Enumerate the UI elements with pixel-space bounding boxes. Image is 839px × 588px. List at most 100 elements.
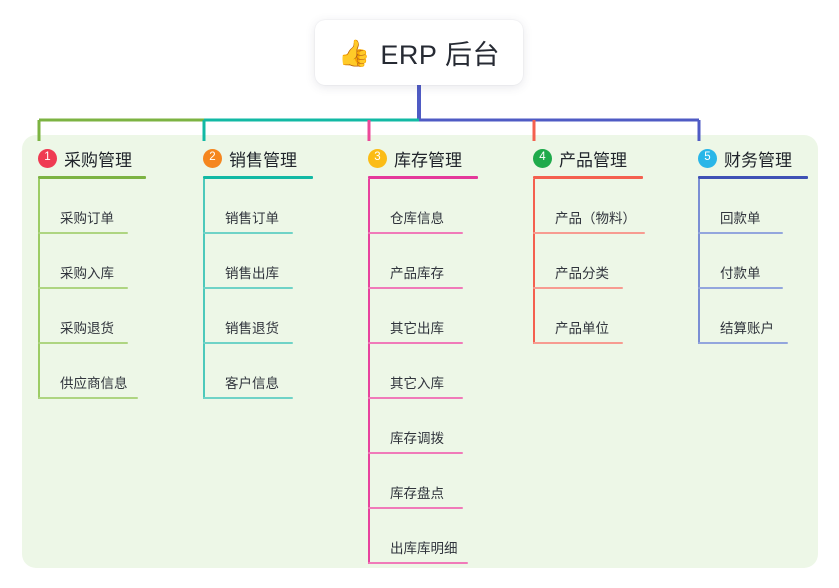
branch-title-2: 销售管理: [229, 150, 297, 170]
branch-underline-2: [203, 176, 313, 179]
leaf-label: 其它出库: [390, 321, 444, 336]
branch-item-list-2: 销售订单销售出库销售退货客户信息: [203, 179, 313, 399]
branch-column-3: 3 库存管理仓库信息产品库存其它出库其它入库库存调拨库存盘点出库库明细: [368, 146, 478, 564]
branch-badge-4: 4: [533, 148, 552, 168]
leaf-underline: [698, 287, 783, 289]
branch-header-4[interactable]: 4 产品管理: [533, 146, 643, 170]
branch-header-1[interactable]: 1 采购管理: [38, 146, 146, 170]
leaf-node[interactable]: 出库库明细: [368, 509, 478, 564]
leaf-underline: [368, 562, 468, 564]
leaf-label: 仓库信息: [390, 211, 444, 226]
leaf-underline: [38, 397, 138, 399]
leaf-underline: [698, 342, 788, 344]
leaf-underline: [533, 232, 645, 234]
leaf-underline: [38, 342, 128, 344]
leaf-underline: [533, 342, 623, 344]
branch-spine-4: [533, 179, 535, 344]
leaf-node[interactable]: 产品单位: [533, 289, 643, 344]
leaf-label: 销售退货: [225, 321, 279, 336]
branch-badge-2: 2: [203, 148, 222, 168]
leaf-underline: [38, 287, 128, 289]
leaf-label: 库存调拨: [390, 431, 444, 446]
branch-header-3[interactable]: 3 库存管理: [368, 146, 478, 170]
leaf-underline: [533, 287, 623, 289]
leaf-node[interactable]: 销售订单: [203, 179, 313, 234]
branch-column-1: 1 采购管理采购订单采购入库采购退货供应商信息: [38, 146, 146, 399]
leaf-label: 客户信息: [225, 376, 279, 391]
branch-spine-2: [203, 179, 205, 399]
branch-item-list-5: 回款单付款单结算账户: [698, 179, 808, 344]
leaf-node[interactable]: 采购订单: [38, 179, 146, 234]
leaf-underline: [368, 507, 463, 509]
leaf-node[interactable]: 仓库信息: [368, 179, 478, 234]
leaf-underline: [368, 397, 463, 399]
leaf-label: 回款单: [720, 211, 761, 226]
branch-column-4: 4 产品管理产品（物料） 产品分类产品单位: [533, 146, 645, 344]
root-node[interactable]: 👍 ERP 后台: [315, 20, 523, 85]
leaf-node[interactable]: 供应商信息: [38, 344, 146, 399]
leaf-node[interactable]: 产品库存: [368, 234, 478, 289]
leaf-node[interactable]: 回款单: [698, 179, 808, 234]
branch-underline-5: [698, 176, 808, 179]
leaf-label: 库存盘点: [390, 486, 444, 501]
branch-badge-3: 3: [368, 148, 387, 168]
leaf-underline: [203, 397, 293, 399]
leaf-underline: [368, 287, 463, 289]
branch-title-4: 产品管理: [559, 150, 627, 170]
leaf-node[interactable]: 库存盘点: [368, 454, 478, 509]
leaf-underline: [368, 452, 463, 454]
leaf-label: 出库库明细: [390, 541, 458, 556]
leaf-node[interactable]: 产品分类: [533, 234, 643, 289]
leaf-label: 结算账户: [720, 321, 774, 336]
leaf-node[interactable]: 采购退货: [38, 289, 146, 344]
thumbs-up-icon: 👍: [338, 37, 371, 68]
branch-spine-3: [368, 179, 370, 564]
leaf-label: 付款单: [720, 266, 761, 281]
leaf-node[interactable]: 销售退货: [203, 289, 313, 344]
branch-spine-1: [38, 179, 40, 399]
branch-item-list-4: 产品（物料） 产品分类产品单位: [533, 179, 645, 344]
leaf-label: 产品单位: [555, 321, 609, 336]
leaf-label: 供应商信息: [60, 376, 128, 391]
leaf-underline: [203, 232, 293, 234]
branch-underline-3: [368, 176, 478, 179]
leaf-node[interactable]: 付款单: [698, 234, 808, 289]
branch-item-list-1: 采购订单采购入库采购退货供应商信息: [38, 179, 146, 399]
leaf-label: 销售订单: [225, 211, 279, 226]
leaf-node[interactable]: 采购入库: [38, 234, 146, 289]
leaf-underline: [203, 287, 293, 289]
branch-badge-1: 1: [38, 148, 57, 168]
branch-item-list-3: 仓库信息产品库存其它出库其它入库库存调拨库存盘点出库库明细: [368, 179, 478, 564]
branch-title-3: 库存管理: [394, 150, 462, 170]
branch-title-1: 采购管理: [64, 150, 132, 170]
branch-spine-5: [698, 179, 700, 344]
branch-underline-1: [38, 176, 146, 179]
leaf-label: 采购入库: [60, 266, 114, 281]
leaf-node[interactable]: 其它入库: [368, 344, 478, 399]
leaf-underline: [698, 232, 783, 234]
diagram-panel: [22, 135, 818, 568]
leaf-label: 采购退货: [60, 321, 114, 336]
leaf-underline: [368, 342, 463, 344]
leaf-label: 产品（物料）: [555, 211, 636, 226]
leaf-underline: [38, 232, 128, 234]
leaf-label: 产品库存: [390, 266, 444, 281]
leaf-label: 采购订单: [60, 211, 114, 226]
leaf-node[interactable]: 产品（物料）: [533, 179, 645, 234]
leaf-node[interactable]: 库存调拨: [368, 399, 478, 454]
leaf-node[interactable]: 销售出库: [203, 234, 313, 289]
leaf-node[interactable]: 其它出库: [368, 289, 478, 344]
leaf-underline: [368, 232, 463, 234]
branch-underline-4: [533, 176, 643, 179]
leaf-underline: [203, 342, 293, 344]
leaf-label: 产品分类: [555, 266, 609, 281]
leaf-label: 其它入库: [390, 376, 444, 391]
branch-header-2[interactable]: 2 销售管理: [203, 146, 313, 170]
leaf-node[interactable]: 结算账户: [698, 289, 808, 344]
branch-title-5: 财务管理: [724, 150, 792, 170]
root-title: ERP 后台: [380, 40, 500, 70]
leaf-node[interactable]: 客户信息: [203, 344, 313, 399]
